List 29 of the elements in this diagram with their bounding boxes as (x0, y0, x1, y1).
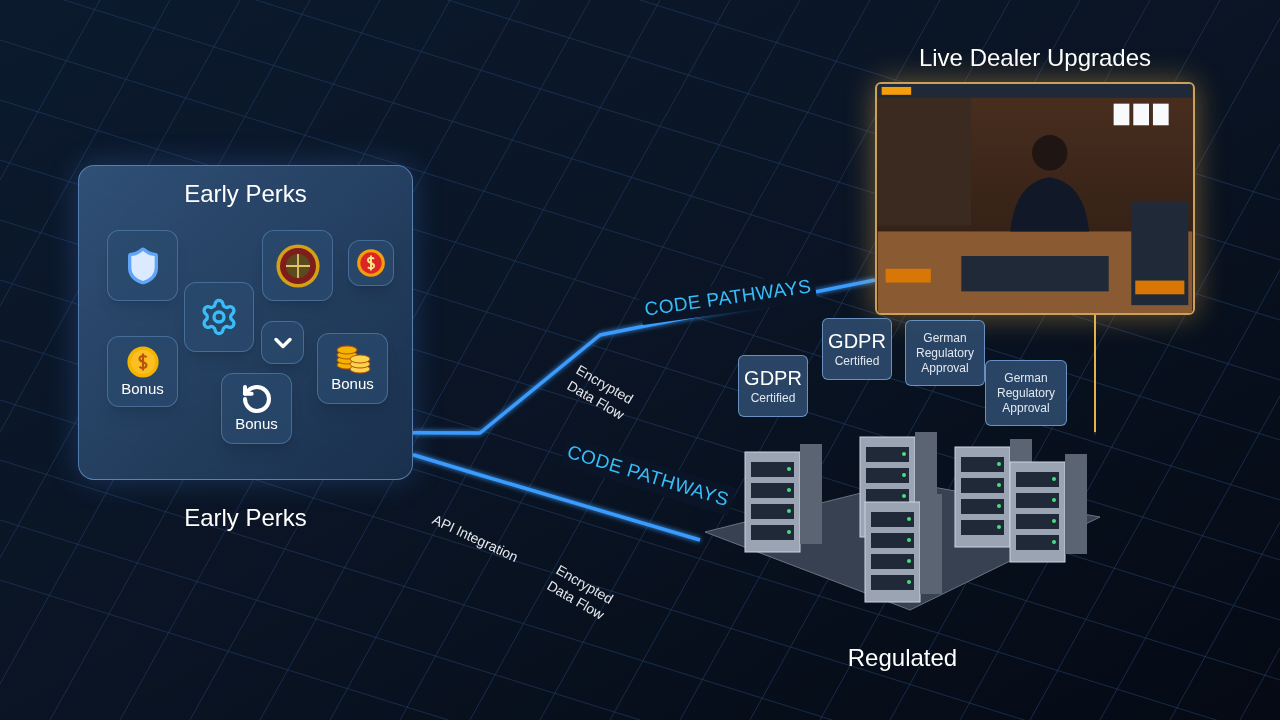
node-label: Regulated (846, 643, 959, 673)
perks-panel (78, 165, 413, 480)
icon-tile (261, 321, 304, 364)
badge-text: Certified (750, 391, 796, 406)
certification-badge (985, 360, 1067, 426)
tile-label: Bonus (235, 415, 278, 434)
icon-tile (262, 230, 333, 301)
edge-label: CODE PATHWAYS (638, 271, 818, 325)
node-label: Early Perks (183, 503, 308, 533)
badge-text: German Regulatory Approval (915, 330, 975, 376)
screen-title: Live Dealer Upgrades (917, 43, 1153, 73)
panel-title: Early Perks (183, 179, 308, 209)
certification-badge (822, 318, 892, 380)
icon-tile (184, 282, 254, 352)
badge-text: German Regulatory Approval (996, 370, 1056, 416)
bonus-tile (317, 333, 388, 404)
bonus-tile (221, 373, 292, 444)
data-pathway (412, 453, 701, 542)
tile-label: Bonus (331, 375, 374, 394)
badge-heading: GDPR (744, 366, 802, 391)
certification-badge (738, 355, 808, 417)
tile-label: Bonus (121, 380, 164, 399)
badge-heading: GDPR (828, 329, 886, 354)
bonus-tile (107, 336, 178, 407)
badge-text: Certified (834, 354, 880, 369)
data-pathway (1093, 314, 1098, 432)
certification-badge (905, 320, 985, 386)
icon-tile (348, 240, 394, 286)
icon-tile (107, 230, 178, 301)
